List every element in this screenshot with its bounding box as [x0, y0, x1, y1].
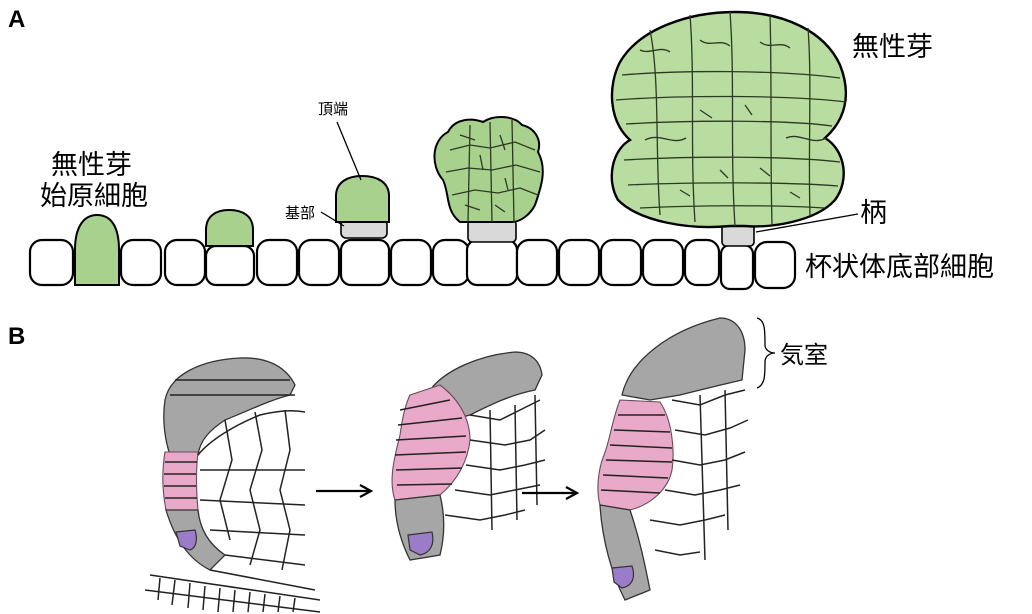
gemma-initial-cell — [75, 215, 119, 285]
cup-floor-cell-row — [30, 240, 795, 289]
floor-cell — [601, 240, 641, 285]
section1-purple-cell — [176, 530, 196, 550]
apical-cell — [336, 176, 389, 222]
tissue-section-1 — [145, 358, 320, 612]
floor-cell — [341, 240, 389, 285]
section1-pink-cells — [163, 452, 198, 510]
floor-cell — [30, 240, 73, 285]
section3-pink-cells — [598, 400, 673, 510]
floor-cell — [721, 245, 753, 289]
panel-letter-b: B — [8, 323, 25, 350]
floor-cell — [643, 240, 683, 285]
air-chamber-bracket — [757, 318, 775, 388]
gemma-dome-stage1 — [206, 210, 253, 246]
young-gemma — [434, 117, 542, 242]
mature-gemma — [612, 12, 846, 246]
floor-cell — [433, 240, 469, 285]
label-cup-floor-cells: 杯状体底部細胞 — [805, 252, 994, 283]
label-gemma-initial-line2: 始原細胞 — [40, 181, 148, 212]
leader-apical — [337, 122, 361, 180]
label-air-chamber: 気室 — [780, 341, 828, 369]
floor-cell — [467, 240, 517, 285]
floor-cell — [299, 240, 339, 285]
label-stalk: 柄 — [860, 198, 887, 229]
panel-b: 気室 — [145, 318, 828, 612]
floor-cell — [165, 240, 205, 285]
floor-cell — [685, 240, 719, 285]
panel-letter-a: A — [8, 6, 25, 33]
section3-epidermis-top — [622, 318, 745, 400]
mature-gemma-body — [612, 12, 846, 227]
floor-cell — [257, 240, 297, 285]
section1-epidermis-top — [164, 358, 295, 455]
floor-cell — [206, 246, 254, 285]
floor-cell — [517, 240, 557, 285]
young-gemma-stalk — [468, 220, 516, 242]
label-gemma-initial-line1: 無性芽 — [51, 150, 132, 181]
panel-a: 無性芽 始原細胞 頂端 基部 無性芽 柄 杯状体底部細胞 — [30, 12, 994, 289]
label-apical: 頂端 — [318, 100, 348, 118]
tissue-section-3 — [598, 318, 748, 600]
tissue-section-2 — [392, 352, 545, 560]
floor-cell — [755, 242, 795, 288]
label-basal: 基部 — [285, 204, 315, 222]
floor-cell — [121, 240, 161, 285]
gemma-two-cell-stage — [336, 176, 389, 238]
floor-cell — [559, 240, 599, 285]
label-gemma: 無性芽 — [852, 32, 933, 63]
floor-cell — [391, 240, 431, 285]
